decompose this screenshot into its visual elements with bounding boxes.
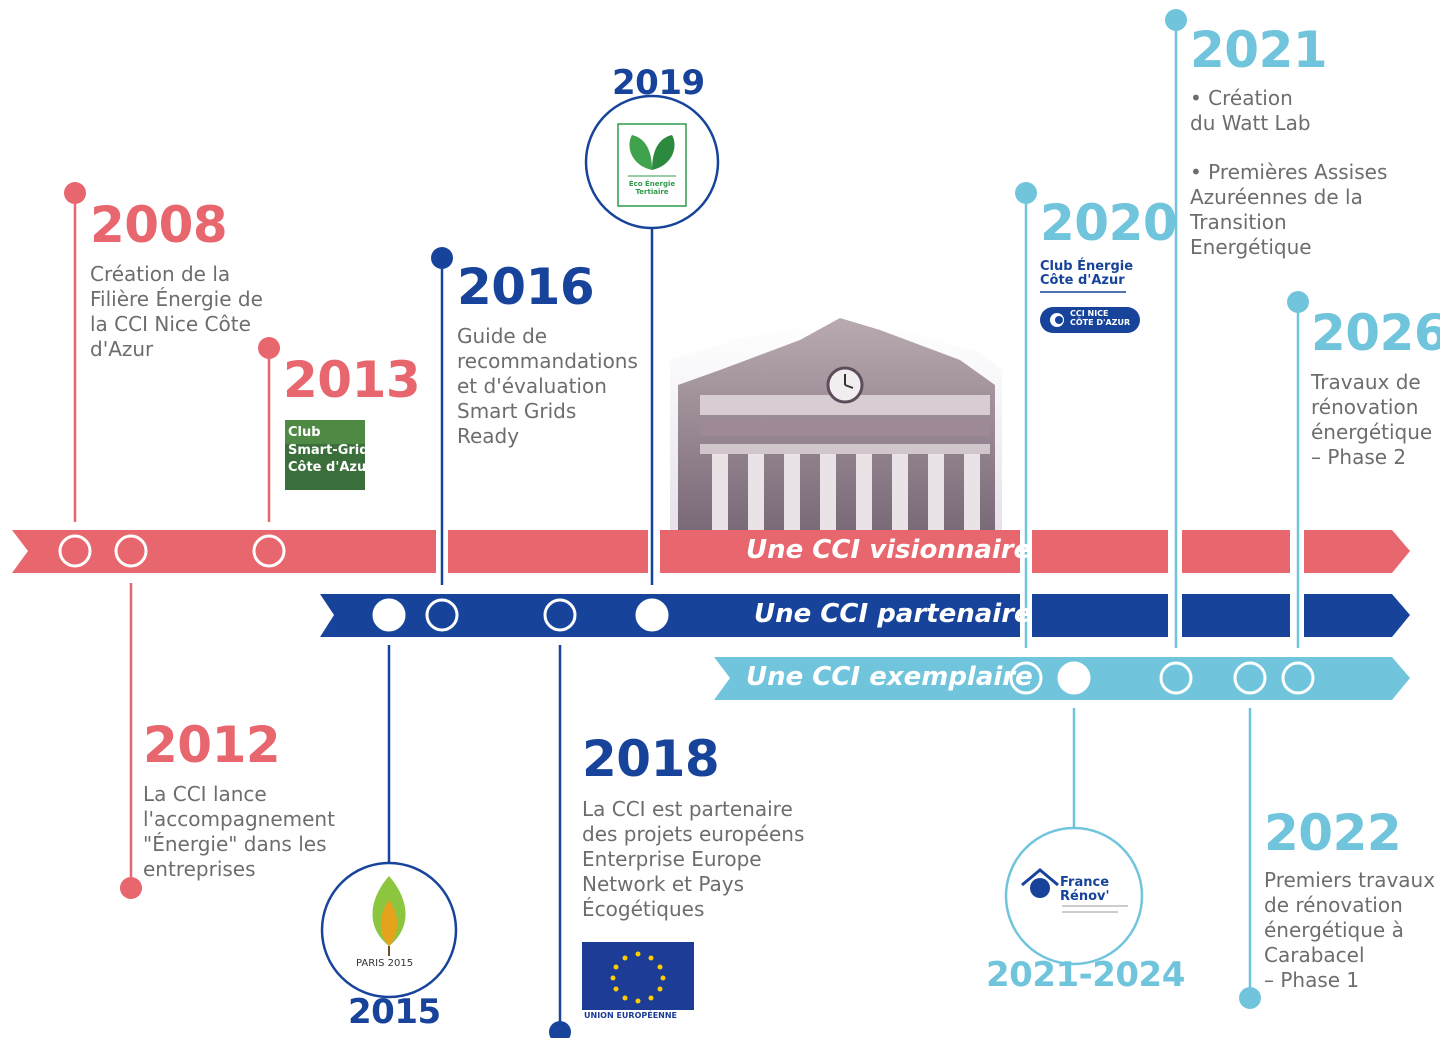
band-label-exemplaire: Une CCI exemplaire: [746, 662, 1033, 692]
text-2008: Création de la Filière Énergie de la CCI…: [90, 262, 263, 361]
milestone-circles: [58, 534, 1315, 695]
text-2016: Guide de recommandations et d'évaluation…: [457, 324, 638, 448]
text-2018: La CCI est partenaire des projets europé…: [582, 797, 805, 921]
text-2022: Premiers travaux de rénovation énergétiq…: [1264, 868, 1436, 992]
text-2021-item-2: • Premières Assises Azuréennes de la Tra…: [1190, 160, 1388, 259]
eco-energie-logo-text: Éco Énergie Tertiaire: [628, 180, 676, 197]
year-2008: 2008: [90, 196, 228, 254]
year-2018: 2018: [582, 730, 720, 788]
text-2012: La CCI lance l'accompagnement "Énergie" …: [143, 782, 335, 881]
eco-energie-logo: [584, 94, 720, 230]
eu-flag-logo-text: UNION EUROPÉENNE: [584, 1011, 678, 1020]
year-2013: 2013: [283, 351, 421, 409]
year-2022: 2022: [1264, 804, 1402, 862]
paris-2015-logo-text: PARIS 2015: [356, 958, 414, 969]
club-smart-grids-logo: [285, 420, 365, 490]
band-label-visionnaire: Une CCI visionnaire: [746, 535, 1032, 565]
building-photo: [670, 318, 1002, 530]
club-smart-grids-logo-text: Club Smart-Grids Côte d'Azur: [288, 425, 377, 476]
eu-flag-logo: [582, 942, 694, 1022]
band-label-partenaire: Une CCI partenaire: [754, 599, 1032, 629]
year-2015: 2015: [348, 992, 441, 1032]
cci-nice-logo-text: CCI NICE CÔTE D'AZUR: [1070, 309, 1131, 327]
france-renov-logo: [1004, 826, 1144, 966]
band-partenaire: [320, 594, 1410, 637]
connector-stems-bottom: [120, 583, 1261, 1038]
paris-2015-logo: [320, 861, 458, 999]
year-2021: 2021: [1190, 21, 1328, 79]
text-2026: Travaux de rénovation énergétique – Phas…: [1311, 370, 1433, 469]
year-2026: 2026: [1311, 304, 1440, 362]
france-renov-logo-text: France Rénov': [1060, 875, 1110, 904]
club-energie-logo: [1040, 291, 1140, 333]
year-2019: 2019: [612, 63, 705, 103]
text-2021-item-1: • Création du Watt Lab: [1190, 86, 1311, 135]
year-2016: 2016: [457, 258, 595, 316]
year-2020: 2020: [1040, 194, 1178, 252]
band-visionnaire: [12, 530, 1410, 573]
connector-stems: [64, 9, 1309, 648]
club-energie-logo-text: Club Énergie Côte d'Azur: [1040, 259, 1134, 289]
year-2021-2024: 2021-2024: [986, 955, 1185, 995]
year-2012: 2012: [143, 716, 281, 774]
